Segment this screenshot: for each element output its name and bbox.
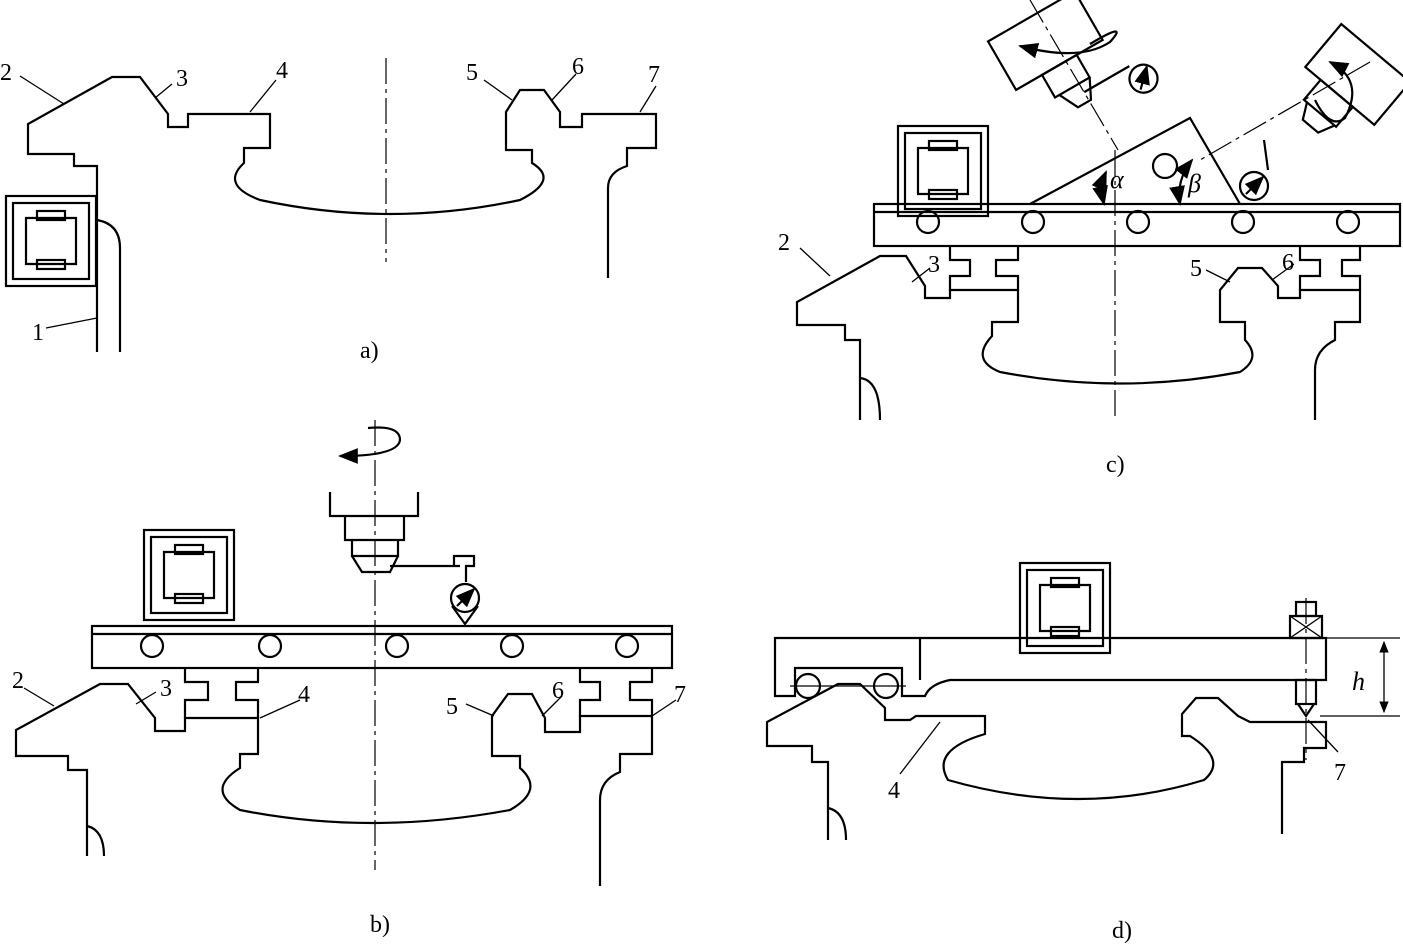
panel-a: 2 3 4 5 6 7 1 a) [0,54,660,364]
caption-d: d) [1112,918,1132,944]
label-b-6: 6 [552,678,564,704]
spirit-level-d [1018,561,1112,655]
spirit-level-a [4,194,98,288]
bed-left-wall [96,218,122,352]
dimension-h: h [1352,667,1365,696]
label-b-5: 5 [446,694,458,720]
label-c-5: 5 [1190,256,1202,282]
rollers-c [915,209,1361,235]
panel-b: 2 3 4 5 6 7 b) [12,420,686,938]
angle-beta: β [1187,169,1201,198]
table-c [872,202,1402,248]
bridge-d [773,636,1328,698]
label-d-4: 4 [888,778,900,804]
panel-c: α β 2 3 5 6 c) [778,0,1403,478]
label-b-7: 7 [674,682,686,708]
spirit-level-b [142,528,236,622]
bed-d-profile [765,682,1328,840]
spindle-c-left [986,0,1163,109]
label-b-3: 3 [160,676,172,702]
label-a-6: 6 [572,54,584,80]
angle-alpha: α [1110,165,1125,194]
bed-b-wall [86,824,106,857]
label-a-4: 4 [276,58,288,84]
label-b-4: 4 [298,682,310,708]
bed-c-profile [795,254,1362,420]
rollers-b [139,633,640,659]
label-a-5: 5 [466,60,478,86]
label-d-7: 7 [1334,760,1346,786]
caption-b: b) [370,912,390,938]
spindle-c-right [1301,22,1403,134]
caption-c: c) [1106,452,1125,478]
table-b [90,624,674,670]
label-c-6: 6 [1282,250,1294,276]
bed-b-profile [14,682,654,886]
label-a-3: 3 [176,66,188,92]
label-b-2: 2 [12,668,24,694]
adjusting-screw-d [1288,598,1324,760]
label-c-3: 3 [928,252,940,278]
panel-d: h 4 7 d) [765,561,1400,944]
spindle-b [328,426,479,626]
bed-left-profile [26,75,658,352]
label-a-7: 7 [648,62,660,88]
angle-block-c [1029,116,1241,205]
caption-a: a) [360,338,379,364]
spirit-level-c [896,124,990,218]
label-a-1: 1 [32,320,44,346]
label-a-2: 2 [0,60,12,86]
label-c-2: 2 [778,230,790,256]
